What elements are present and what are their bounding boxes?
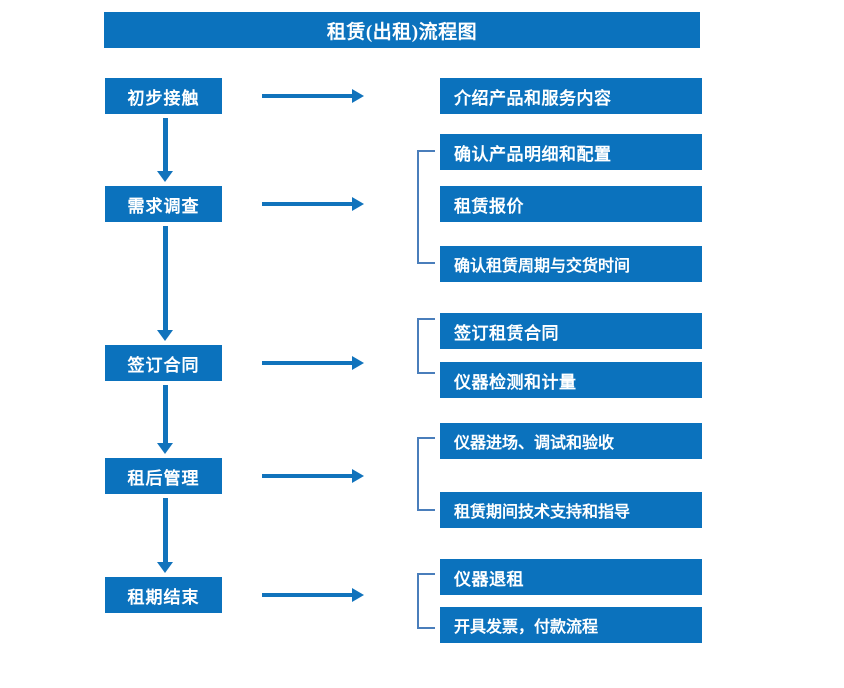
group-bracket-needs-survey — [417, 150, 435, 264]
arrow-head — [157, 171, 173, 182]
page-title: 租赁(出租)流程图 — [104, 12, 700, 48]
arrow-shaft — [163, 498, 168, 562]
detail-box-confirm-product-specs[interactable]: 确认产品明细和配置 — [440, 134, 702, 170]
stage-box-needs-survey[interactable]: 需求调查 — [105, 186, 222, 222]
stage-to-detail-arrow-4 — [262, 469, 364, 483]
detail-box-sign-lease-contract[interactable]: 签订租赁合同 — [440, 313, 702, 349]
detail-box-instrument-return[interactable]: 仪器退租 — [440, 559, 702, 595]
arrow-shaft — [262, 361, 354, 365]
arrow-head — [157, 562, 173, 573]
stage-to-detail-arrow-1 — [262, 89, 364, 103]
detail-box-instrument-testing-metering[interactable]: 仪器检测和计量 — [440, 362, 702, 398]
arrow-head — [157, 443, 173, 454]
arrow-head — [352, 89, 364, 103]
group-bracket-post-rental-management — [417, 437, 435, 511]
arrow-shaft — [163, 226, 168, 330]
group-bracket-sign-contract — [417, 318, 435, 374]
flow-arrow-down-1 — [157, 118, 173, 182]
arrow-head — [352, 588, 364, 602]
stage-box-lease-end[interactable]: 租期结束 — [105, 577, 222, 613]
stage-box-post-rental-management[interactable]: 租后管理 — [105, 458, 222, 494]
arrow-head — [352, 356, 364, 370]
arrow-head — [352, 197, 364, 211]
flow-arrow-down-2 — [157, 226, 173, 341]
detail-box-instrument-entry-commissioning-acceptance[interactable]: 仪器进场、调试和验收 — [440, 423, 702, 459]
arrow-head — [157, 330, 173, 341]
stage-to-detail-arrow-2 — [262, 197, 364, 211]
arrow-shaft — [262, 94, 354, 98]
stage-box-initial-contact[interactable]: 初步接触 — [105, 78, 222, 114]
arrow-shaft — [163, 385, 168, 443]
stage-box-sign-contract[interactable]: 签订合同 — [105, 345, 222, 381]
arrow-shaft — [163, 118, 168, 171]
arrow-shaft — [262, 593, 354, 597]
detail-box-invoicing-payment-process[interactable]: 开具发票，付款流程 — [440, 607, 702, 643]
stage-to-detail-arrow-5 — [262, 588, 364, 602]
arrow-shaft — [262, 202, 354, 206]
group-bracket-lease-end — [417, 573, 435, 629]
stage-to-detail-arrow-3 — [262, 356, 364, 370]
flow-arrow-down-4 — [157, 498, 173, 573]
arrow-head — [352, 469, 364, 483]
flow-arrow-down-3 — [157, 385, 173, 454]
detail-box-rental-quotation[interactable]: 租赁报价 — [440, 186, 702, 222]
detail-box-introduce-products-services[interactable]: 介绍产品和服务内容 — [440, 78, 702, 114]
arrow-shaft — [262, 474, 354, 478]
detail-box-technical-support-during-lease[interactable]: 租赁期间技术支持和指导 — [440, 492, 702, 528]
detail-box-confirm-lease-period-delivery[interactable]: 确认租赁周期与交货时间 — [440, 246, 702, 282]
